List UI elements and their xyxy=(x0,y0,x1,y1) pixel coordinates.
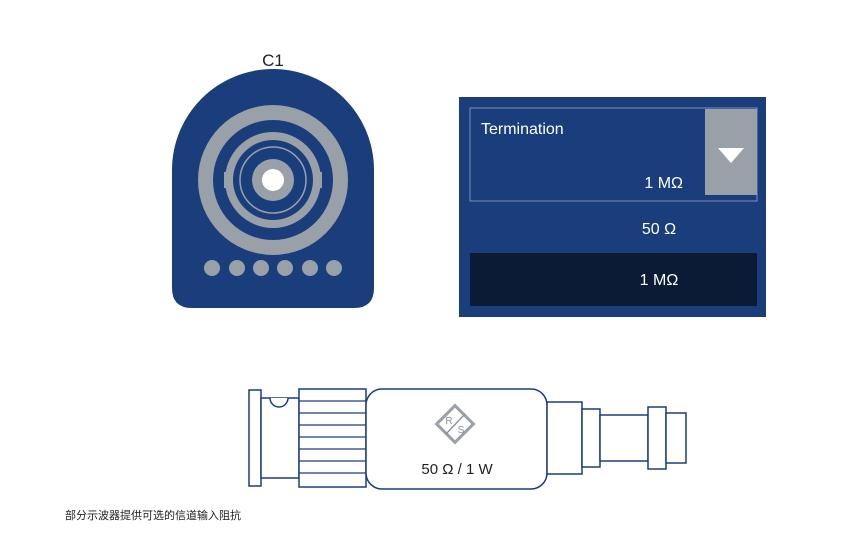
option-50-ohm[interactable]: 50 Ω xyxy=(470,203,757,251)
figure-caption: 部分示波器提供可选的信道输入阻抗 xyxy=(65,509,241,522)
rs-logo-icon: R S xyxy=(434,403,476,445)
termination-current-value: 1 MΩ xyxy=(644,175,683,192)
termination-title: Termination xyxy=(481,121,564,138)
svg-text:R: R xyxy=(445,416,452,427)
option-50-ohm-label: 50 Ω xyxy=(642,221,676,238)
adapter-rating: 50 Ω / 1 W xyxy=(421,461,493,478)
connector-led-dots xyxy=(204,260,342,276)
option-1-megohm[interactable]: 1 MΩ xyxy=(470,253,757,306)
option-1-megohm-label: 1 MΩ xyxy=(640,272,679,289)
triangle-down-icon xyxy=(718,148,744,163)
channel-label: C1 xyxy=(262,51,284,70)
bnc-connector-icon xyxy=(172,69,374,308)
dropdown-button[interactable] xyxy=(705,109,757,195)
svg-text:S: S xyxy=(458,425,465,436)
